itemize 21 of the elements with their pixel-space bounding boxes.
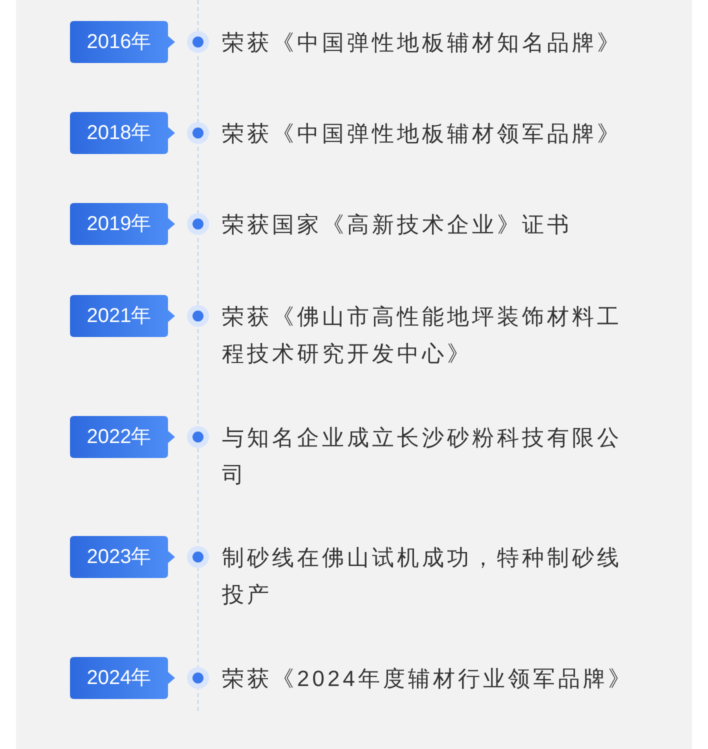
year-badge [70,657,176,699]
year-badge [70,203,176,245]
year-text: 2024年 [86,666,152,691]
year-badge [70,112,176,154]
event-description: 荣获《中国弹性地板辅材知名品牌》 [222,28,623,56]
year-text: 2023年 [86,545,152,570]
year-badge [70,295,176,337]
year-text: 2018年 [86,121,152,146]
year-text: 2019年 [86,212,152,237]
year-text: 2016年 [86,30,152,55]
year-text: 2022年 [86,425,152,450]
event-description: 荣获国家《高新技术企业》证书 [222,210,573,238]
event-description: 荣获《中国弹性地板辅材领军品牌》 [222,120,623,148]
event-description: 荣获《佛山市高性能地坪装饰材料工程技术研究开发中心》 [222,302,623,368]
year-badge [70,536,176,578]
event-description: 制砂线在佛山试机成功，特种制砂线投产 [222,544,623,608]
event-description: 与知名企业成立长沙砂粉科技有限公司 [222,424,623,488]
year-badge [70,21,176,63]
event-description: 荣获《2024年度辅材行业领军品牌》 [222,664,634,692]
year-badge [70,416,176,458]
year-text: 2021年 [86,304,152,329]
